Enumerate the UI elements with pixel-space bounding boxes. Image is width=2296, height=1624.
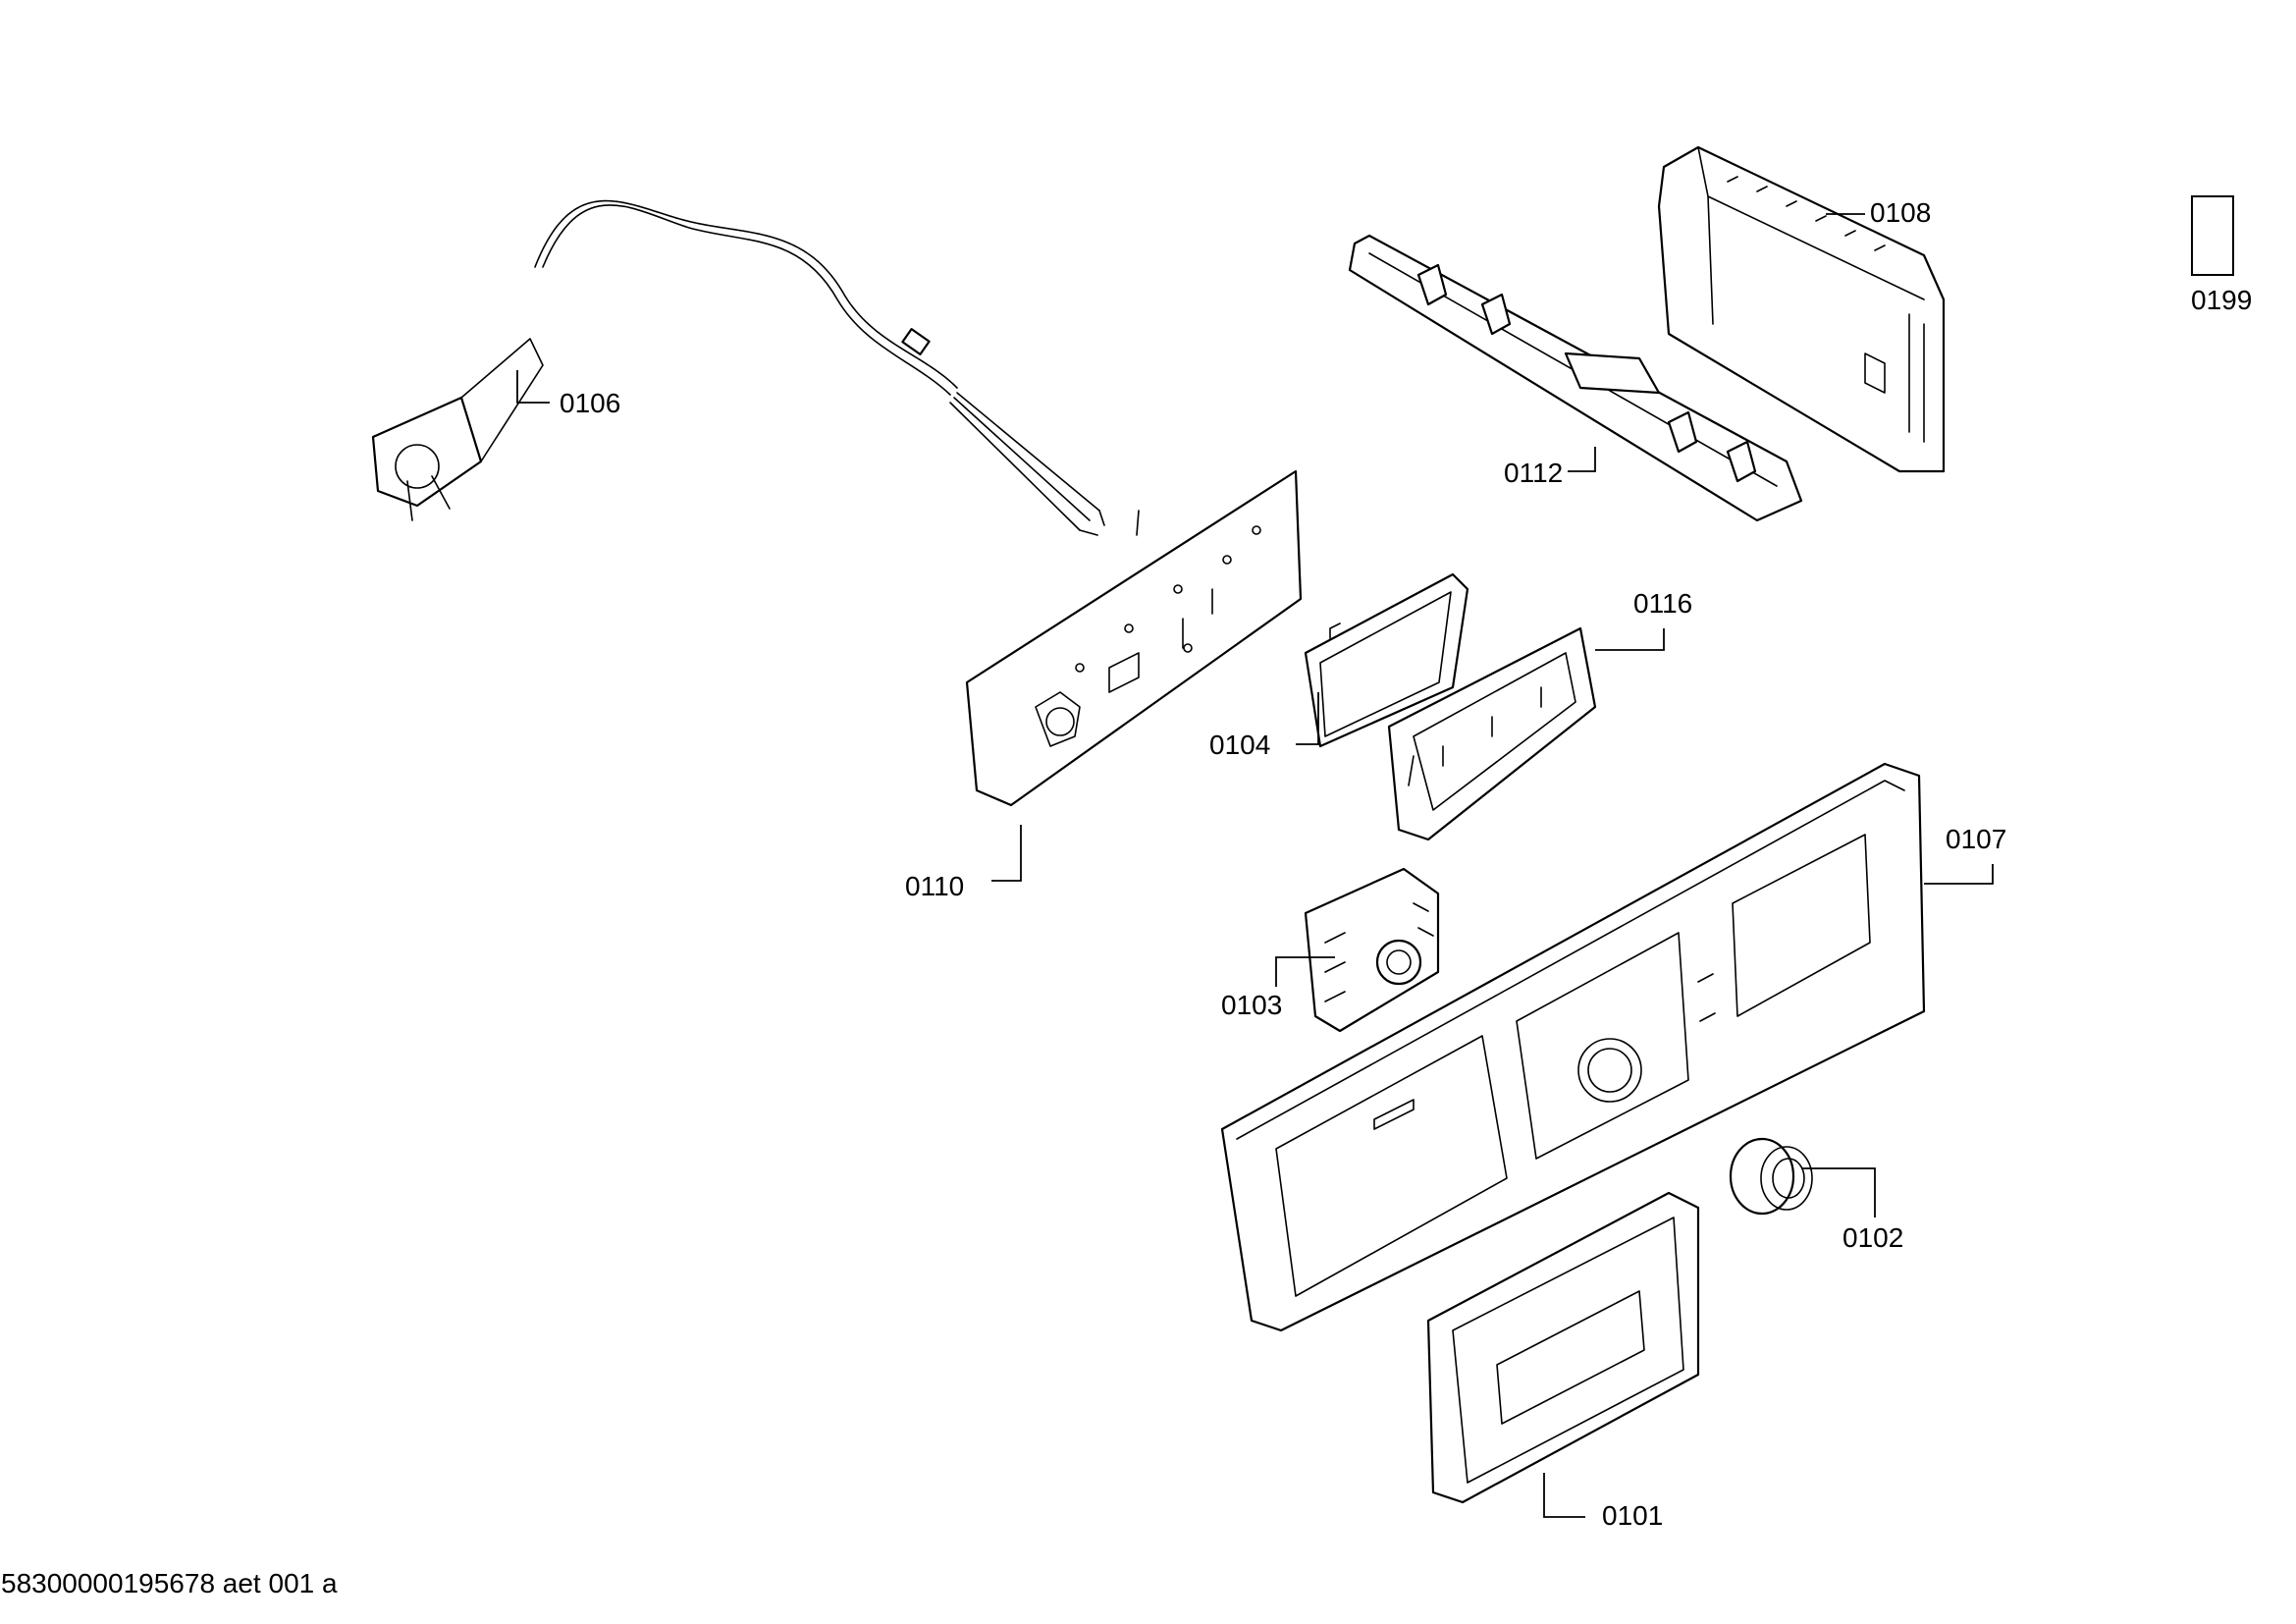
part-label-0199[interactable]: 0199 [2191, 285, 2253, 315]
part-label-0104[interactable]: 0104 [1209, 730, 1271, 760]
cable-holder-rail-part [1348, 234, 1803, 522]
display-frame-part [1387, 626, 1597, 841]
part-label-0107[interactable]: 0107 [1946, 824, 2007, 854]
document-code: 58300000195678 aet 001 a [1, 1568, 338, 1598]
part-label-0112[interactable]: 0112 [1504, 458, 1564, 488]
service-tool-box [2191, 195, 2234, 276]
control-panel-fascia-part [1220, 762, 1926, 1332]
control-module-part [1657, 145, 1946, 473]
part-label-0110[interactable]: 0110 [905, 871, 965, 901]
power-cord-part [371, 199, 1140, 536]
part-label-0106[interactable]: 0106 [560, 388, 621, 418]
part-label-0116[interactable]: 0116 [1633, 588, 1693, 619]
drawer-handle-part [1426, 1191, 1700, 1504]
part-label-0108[interactable]: 0108 [1870, 197, 1932, 228]
part-label-0102[interactable]: 0102 [1842, 1222, 1904, 1253]
control-knob-part [1729, 1137, 1813, 1216]
rotary-encoder-part [1304, 867, 1440, 1033]
leader-lines [516, 213, 1994, 1518]
part-label-0101[interactable]: 0101 [1602, 1500, 1664, 1531]
circuit-board-part [965, 469, 1303, 807]
part-label-0103[interactable]: 0103 [1221, 990, 1283, 1020]
